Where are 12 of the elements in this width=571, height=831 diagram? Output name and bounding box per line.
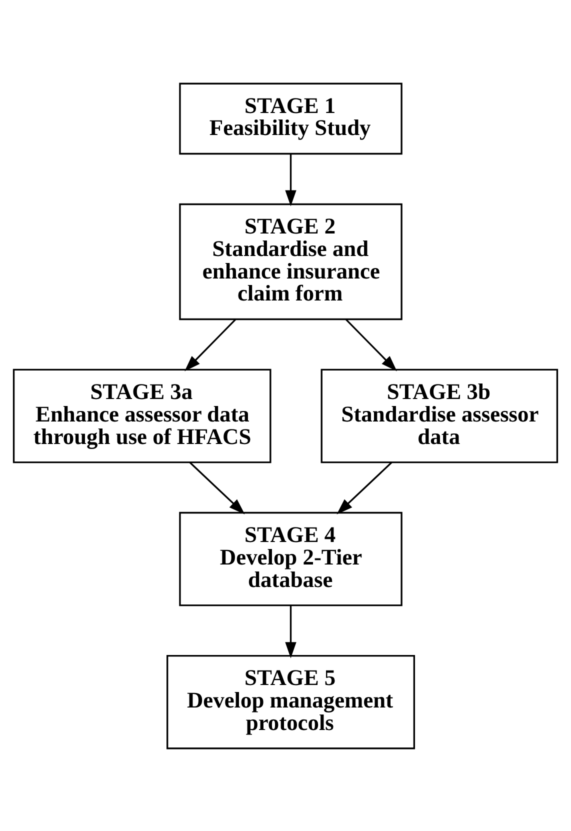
node-box: STAGE 5 Develop management protocols <box>166 654 416 749</box>
node-box: STAGE 4 Develop 2-Tier database <box>179 511 402 606</box>
node-box: STAGE 3a Enhance assessor data through use of HFACS <box>12 368 272 463</box>
node-box: STAGE 2 Standardise and enhance insurance claim form <box>179 202 402 320</box>
arrow <box>189 461 245 514</box>
node-box: STAGE 3b Standardise assessor data <box>320 368 558 463</box>
arrow <box>336 461 392 514</box>
arrow <box>184 318 236 371</box>
arrow <box>346 318 397 371</box>
node-box: STAGE 1 Feasibility Study <box>179 82 402 154</box>
arrow <box>285 154 296 206</box>
arrow <box>285 605 296 658</box>
